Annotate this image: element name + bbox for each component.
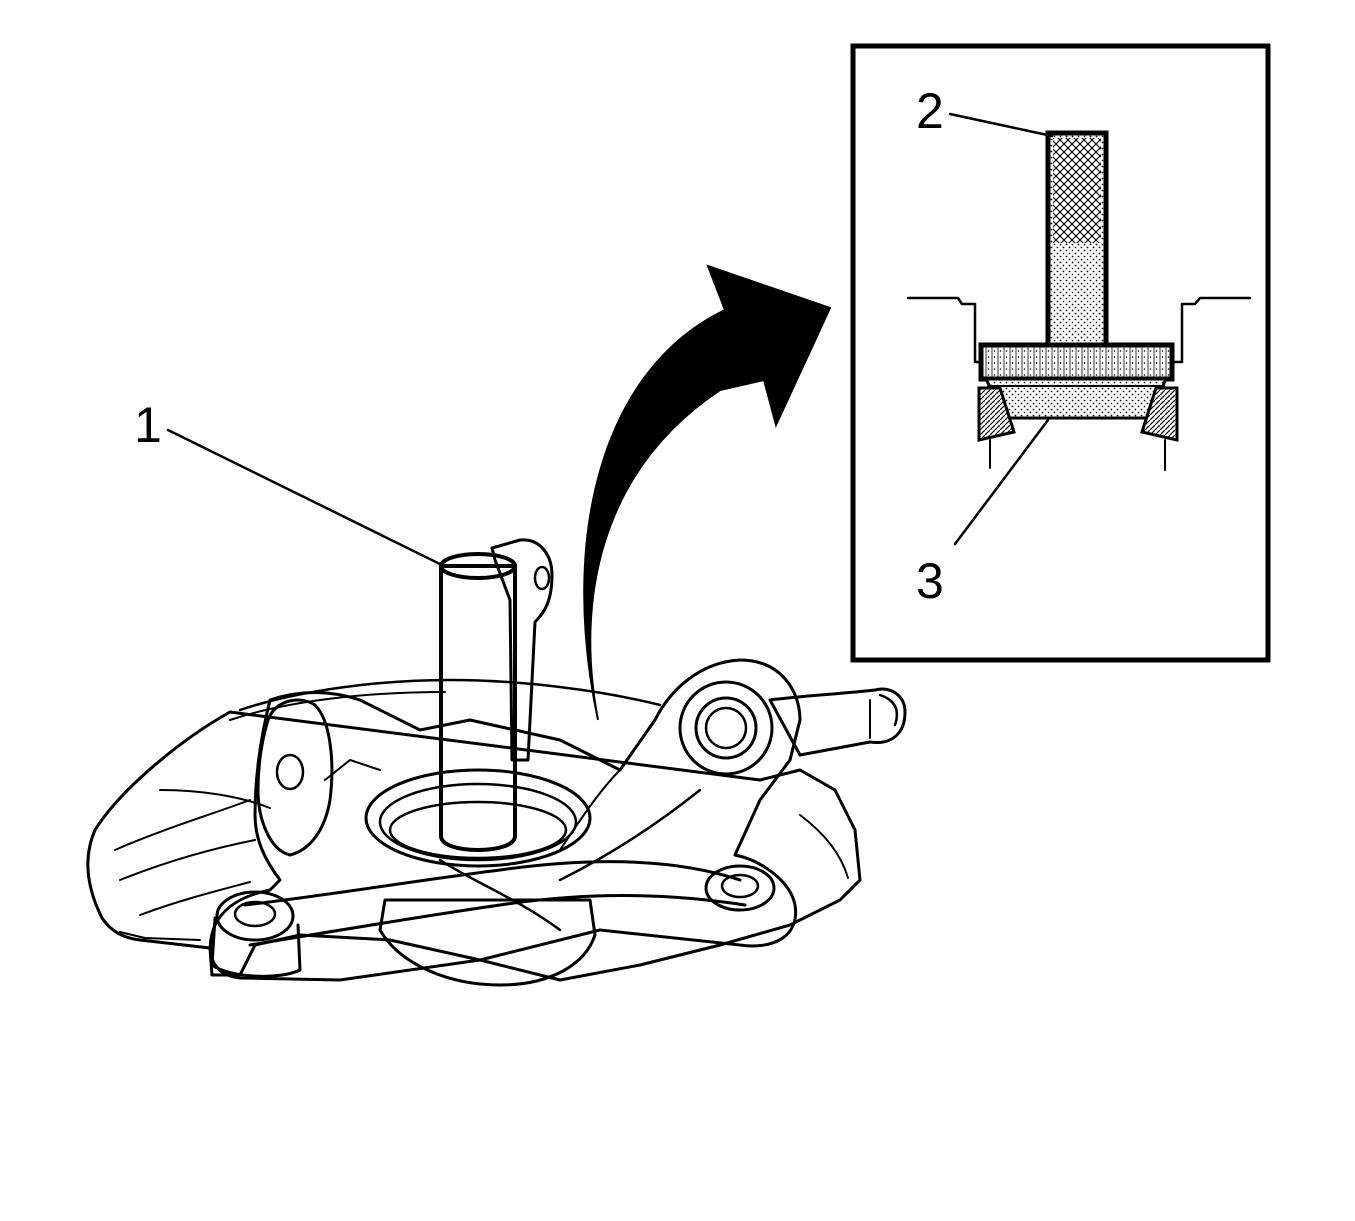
callout-3: 3	[916, 418, 1050, 609]
installer-tool	[439, 538, 554, 852]
brake-shield	[86, 710, 862, 982]
hub-bore-outer	[364, 768, 592, 868]
detail-inset	[850, 43, 1271, 663]
detail-arrow	[583, 264, 832, 721]
mount-boss-left	[215, 890, 295, 942]
bearing-seal	[388, 800, 568, 860]
driver-shaft	[439, 564, 517, 852]
knuckle-body	[208, 658, 802, 982]
inset-seal	[983, 377, 1169, 420]
callout-1: 1	[134, 397, 446, 568]
callout-2-label: 2	[916, 83, 944, 139]
hub-cup	[378, 898, 597, 987]
inset-wedge-left	[977, 386, 1016, 442]
inset-wedge-right	[1140, 386, 1179, 442]
callout-2: 2	[916, 83, 1054, 139]
callout-1-label: 1	[134, 397, 162, 453]
upper-boss	[678, 680, 774, 776]
callout-3-label: 3	[916, 553, 944, 609]
steering-knuckle	[86, 658, 907, 987]
tie-rod-arm	[768, 687, 907, 757]
inset-tool-head	[978, 342, 1175, 382]
mount-boss-right	[704, 864, 776, 912]
